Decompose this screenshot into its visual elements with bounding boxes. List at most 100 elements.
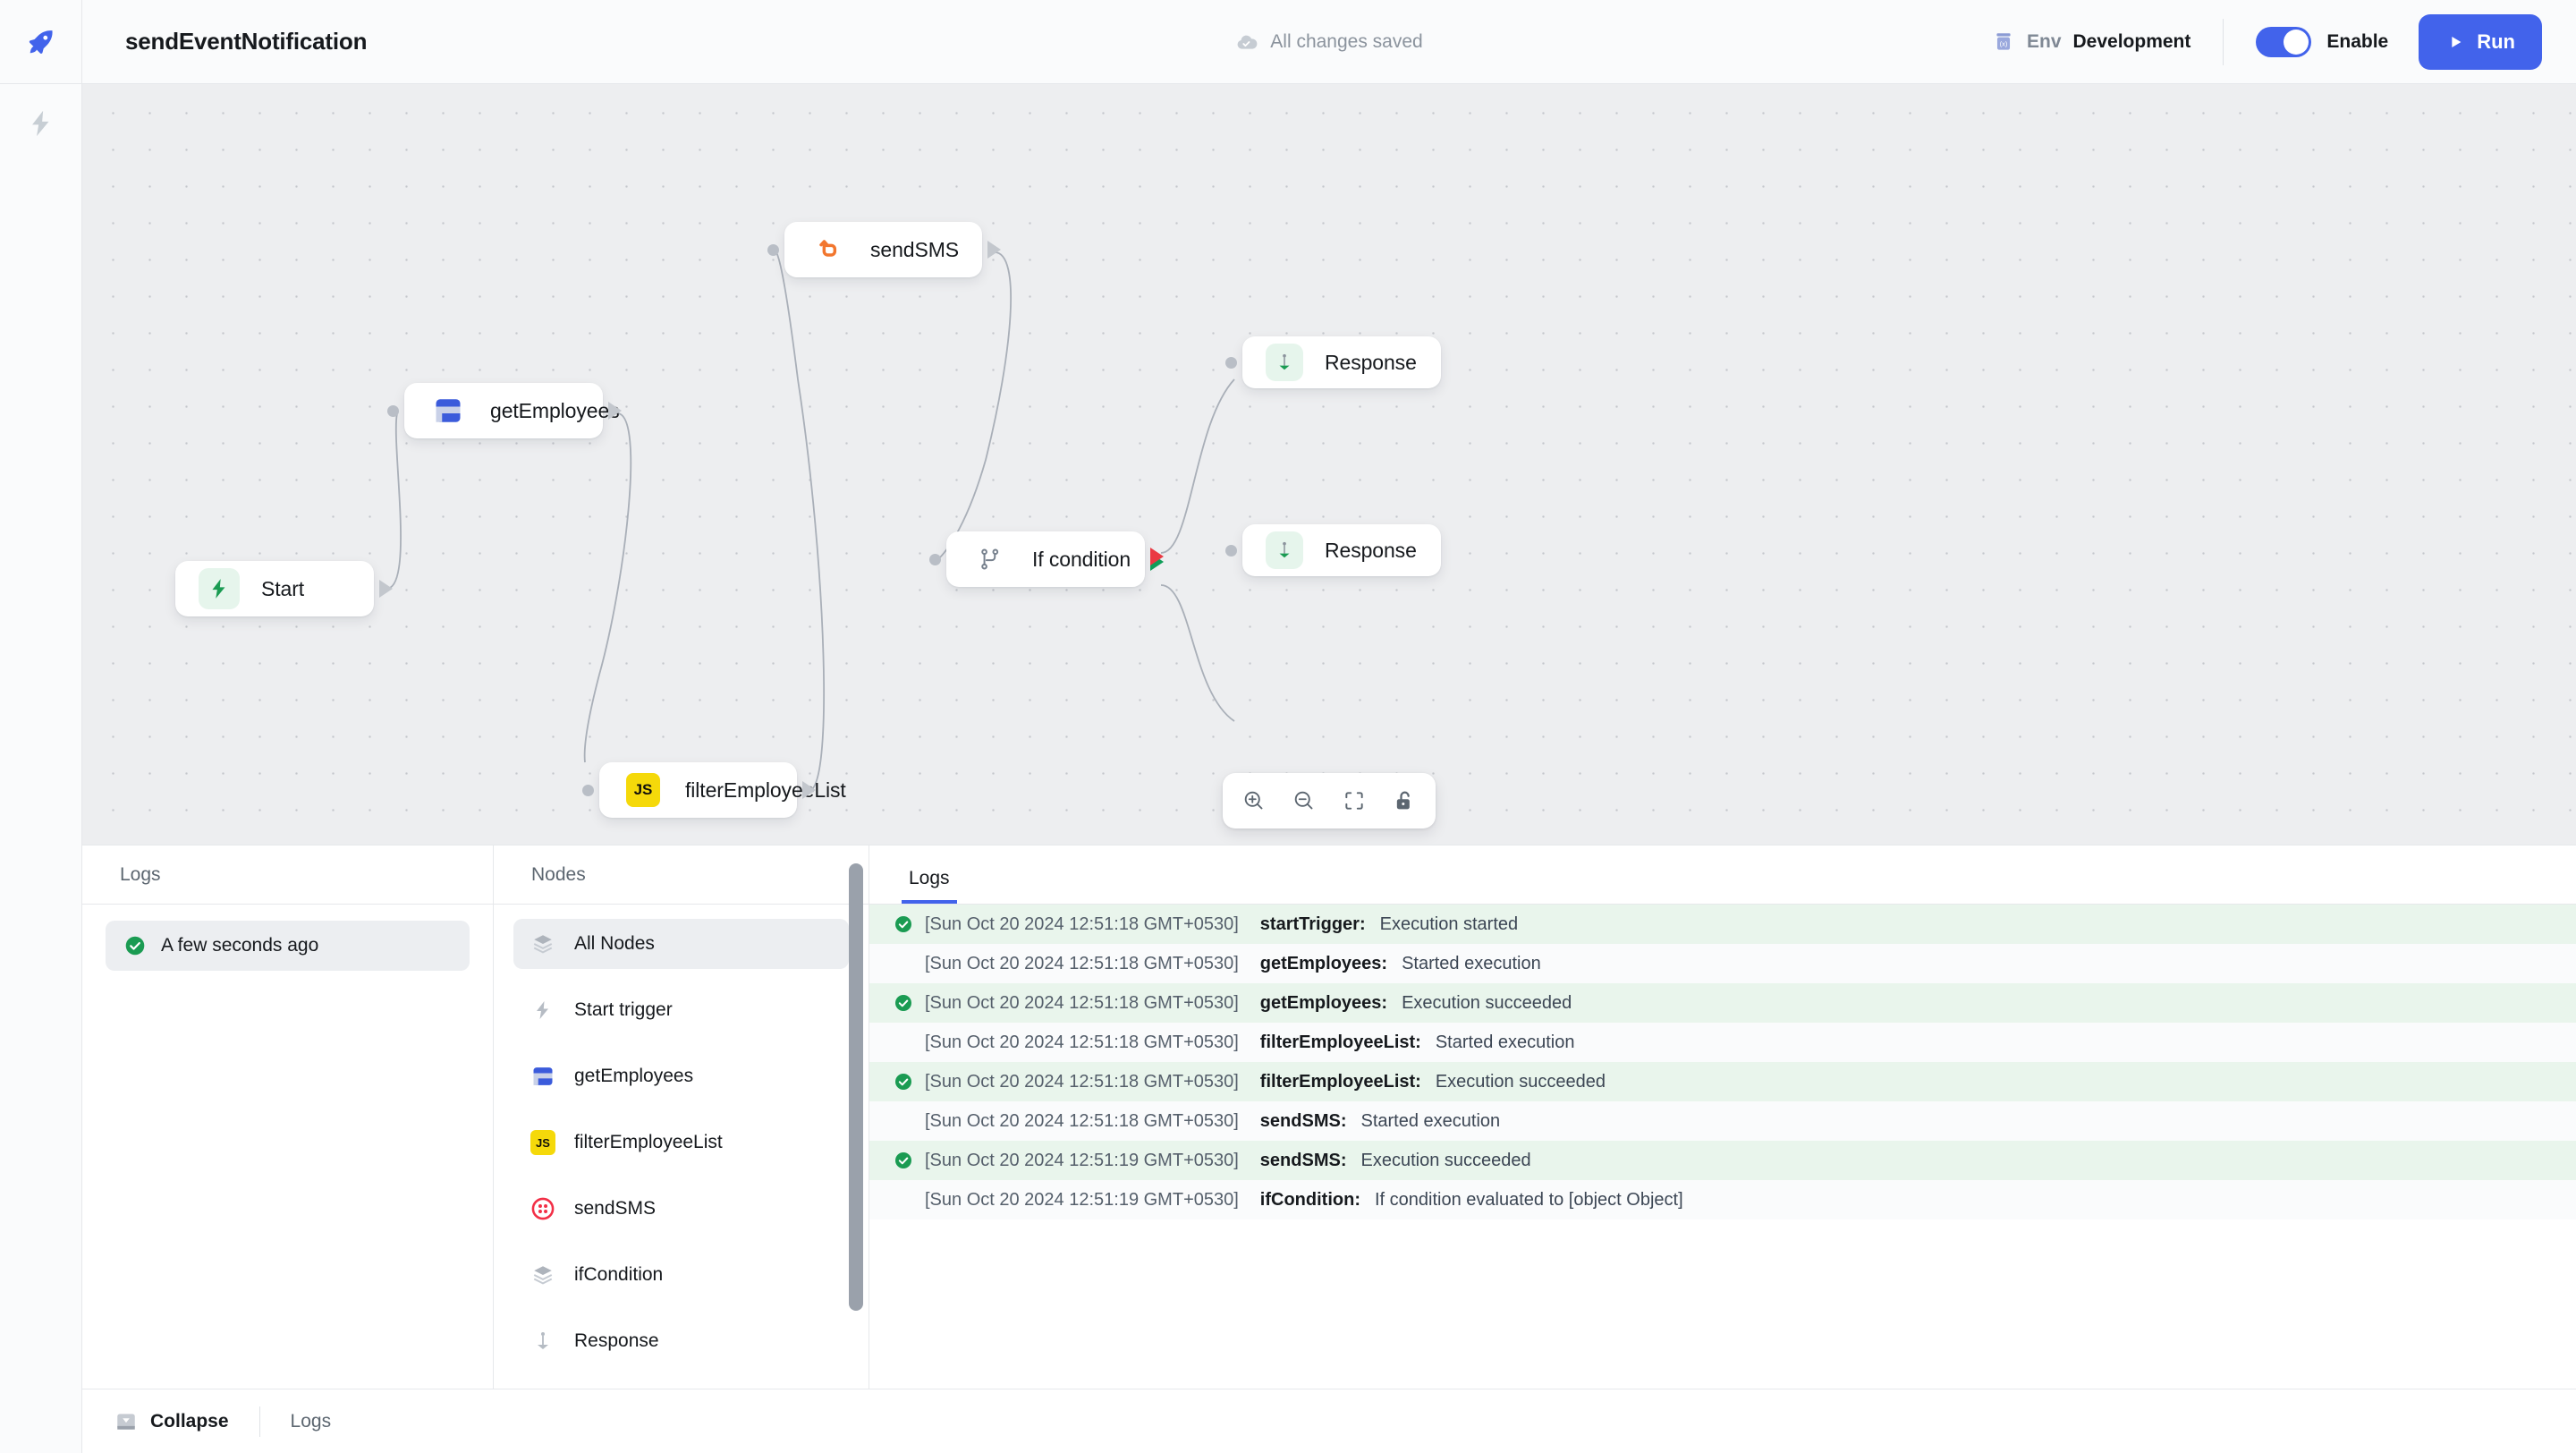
log-node-name: filterEmployeeList: xyxy=(1260,1072,1421,1092)
nodes-list-item-all-nodes[interactable]: All Nodes xyxy=(513,919,849,969)
zoom-in-icon xyxy=(1241,788,1267,813)
layers-icon xyxy=(530,1262,556,1288)
nodes-list-item-sendsms[interactable]: sendSMS xyxy=(513,1184,849,1234)
database-table-icon xyxy=(530,1063,556,1090)
log-timestamp: [Sun Oct 20 2024 12:51:19 GMT+0530] xyxy=(925,1151,1239,1171)
rail-item-triggers[interactable] xyxy=(0,84,81,163)
node-label: filterEmployeeList xyxy=(685,778,846,803)
status-bar-logs-link[interactable]: Logs xyxy=(291,1411,332,1432)
canvas-node-response-false[interactable]: Response xyxy=(1242,524,1441,576)
log-message: Execution succeeded xyxy=(1402,993,1572,1014)
nodes-list: All Nodes Start trigger xyxy=(494,905,869,1453)
log-status-icon xyxy=(893,1071,925,1092)
log-message: Execution succeeded xyxy=(1360,1151,1530,1171)
js-icon: JS xyxy=(626,773,660,807)
log-timestamp: [Sun Oct 20 2024 12:51:18 GMT+0530] xyxy=(925,914,1239,935)
fit-view-button[interactable] xyxy=(1334,780,1375,821)
js-icon: JS xyxy=(530,1129,556,1156)
lightning-bolt-icon xyxy=(208,577,231,600)
collapse-button-label: Collapse xyxy=(150,1411,229,1432)
run-button[interactable]: Run xyxy=(2419,14,2542,70)
tab-logs[interactable]: Logs xyxy=(902,868,957,904)
canvas-node-ifcondition[interactable]: If condition xyxy=(946,531,1145,587)
zoom-in-button[interactable] xyxy=(1233,780,1275,821)
log-node-name: ifCondition: xyxy=(1260,1190,1360,1211)
canvas-node-response-true[interactable]: Response xyxy=(1242,336,1441,388)
canvas-node-sendsms[interactable]: sendSMS xyxy=(784,222,982,277)
node-output-port[interactable] xyxy=(379,580,393,598)
success-check-icon xyxy=(893,1150,914,1171)
node-input-port[interactable] xyxy=(1225,545,1237,557)
canvas-node-getemployees[interactable]: getEmployees xyxy=(404,383,603,438)
node-label: Response xyxy=(1325,351,1417,375)
env-value: Development xyxy=(2073,31,2191,53)
header-actions: (x) Env Development Enable Run xyxy=(1992,14,2576,70)
response-pin-icon xyxy=(530,1328,556,1355)
node-input-port[interactable] xyxy=(929,554,941,565)
node-label: sendSMS xyxy=(870,238,959,262)
workflow-canvas[interactable]: Start getEmployees xyxy=(82,84,2576,845)
enable-toggle-label: Enable xyxy=(2326,31,2388,53)
nodes-list-scrollbar[interactable] xyxy=(849,863,863,1311)
bottom-panel: Logs A few seconds ago Nodes xyxy=(82,845,2576,1453)
node-output-port[interactable] xyxy=(802,781,816,799)
edge-filter-to-sendsms xyxy=(776,252,824,791)
log-detail-tabbar: Logs xyxy=(869,845,2576,905)
nodes-column-title: Nodes xyxy=(531,864,586,886)
lock-canvas-button[interactable] xyxy=(1384,780,1425,821)
success-check-icon xyxy=(893,992,914,1014)
lightning-bolt-icon xyxy=(26,108,56,139)
node-icon-wrapper xyxy=(808,229,849,270)
node-output-port[interactable] xyxy=(608,402,622,420)
log-node-name: filterEmployeeList: xyxy=(1260,1032,1421,1053)
node-output-port-false[interactable] xyxy=(1150,548,1164,565)
lightning-bolt-icon xyxy=(530,997,556,1024)
zoom-out-icon xyxy=(1292,788,1317,813)
log-timestamp: [Sun Oct 20 2024 12:51:18 GMT+0530] xyxy=(925,1032,1239,1053)
save-status-text: All changes saved xyxy=(1270,31,1422,53)
nodes-list-item-label: All Nodes xyxy=(574,933,655,955)
enable-toggle-group: Enable xyxy=(2256,27,2388,57)
log-entry-row: [Sun Oct 20 2024 12:51:19 GMT+0530] ifCo… xyxy=(869,1180,2576,1219)
node-input-port[interactable] xyxy=(767,244,779,256)
node-input-port[interactable] xyxy=(387,405,399,417)
node-input-port[interactable] xyxy=(1225,357,1237,369)
canvas-zoom-toolbar xyxy=(1223,773,1436,828)
rocket-icon xyxy=(25,26,57,58)
canvas-node-filteremployeelist[interactable]: JS filterEmployeeList xyxy=(599,762,797,818)
edge-sendsms-to-ifcondition xyxy=(939,252,1011,558)
nodes-list-item-ifcondition[interactable]: ifCondition xyxy=(513,1250,849,1300)
zoom-out-button[interactable] xyxy=(1284,780,1325,821)
log-entry-row: [Sun Oct 20 2024 12:51:18 GMT+0530] getE… xyxy=(869,944,2576,983)
node-input-port[interactable] xyxy=(582,785,594,796)
nodes-list-item-label: ifCondition xyxy=(574,1264,663,1286)
collapse-button[interactable]: Collapse xyxy=(114,1410,229,1433)
app-logo[interactable] xyxy=(0,0,81,84)
branch-icon xyxy=(978,547,1003,572)
run-list-item-label: A few seconds ago xyxy=(161,935,318,956)
play-icon xyxy=(2445,32,2465,52)
enable-toggle[interactable] xyxy=(2256,27,2311,57)
nodes-list-item-filteremployeelist[interactable]: JS filterEmployeeList xyxy=(513,1117,849,1168)
log-entry-row: [Sun Oct 20 2024 12:51:18 GMT+0530] filt… xyxy=(869,1023,2576,1062)
log-message: Started execution xyxy=(1360,1111,1500,1132)
toggle-knob xyxy=(2284,30,2309,55)
page-title: sendEventNotification xyxy=(125,28,367,55)
edge-start-to-getemployees xyxy=(386,413,401,589)
env-selector[interactable]: (x) Env Development xyxy=(1992,30,2190,54)
nodes-list-item-label: sendSMS xyxy=(574,1198,656,1219)
top-header: sendEventNotification All changes saved … xyxy=(82,0,2576,84)
log-node-name: sendSMS: xyxy=(1260,1151,1347,1171)
database-table-icon xyxy=(432,395,464,427)
canvas-node-start[interactable]: Start xyxy=(175,561,374,616)
log-node-name: sendSMS: xyxy=(1260,1111,1347,1132)
node-label: getEmployees xyxy=(490,399,620,423)
nodes-list-item-start-trigger[interactable]: Start trigger xyxy=(513,985,849,1035)
log-timestamp: [Sun Oct 20 2024 12:51:18 GMT+0530] xyxy=(925,1111,1239,1132)
nodes-list-item-getemployees[interactable]: getEmployees xyxy=(513,1051,849,1101)
nodes-list-item-response[interactable]: Response xyxy=(513,1316,849,1366)
node-icon-wrapper xyxy=(1266,344,1303,381)
node-output-port[interactable] xyxy=(987,241,1001,259)
run-list-item[interactable]: A few seconds ago xyxy=(106,921,470,971)
log-timestamp: [Sun Oct 20 2024 12:51:18 GMT+0530] xyxy=(925,954,1239,974)
